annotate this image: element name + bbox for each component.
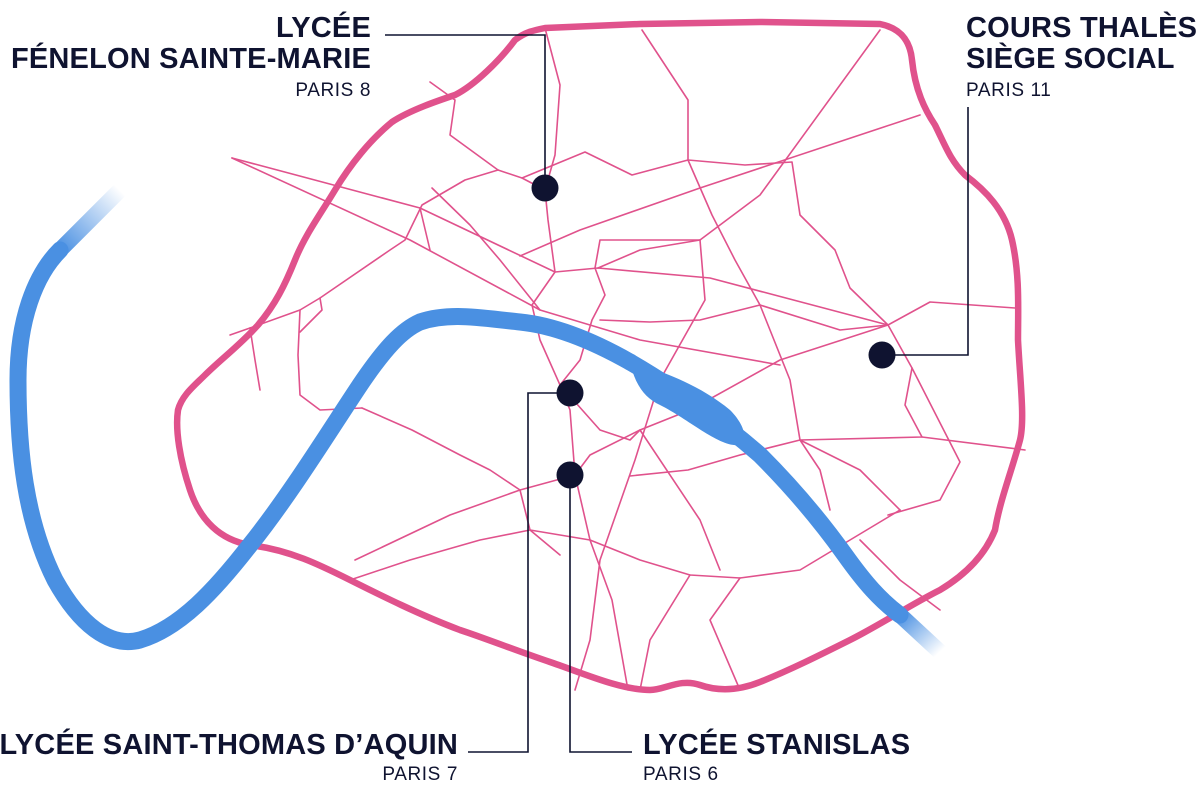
marker-thales	[868, 341, 896, 369]
street	[559, 29, 881, 386]
street	[299, 297, 323, 333]
street	[574, 239, 706, 691]
location-name: LYCÉE SAINT-THOMAS D’AQUIN	[0, 729, 458, 761]
street	[799, 439, 901, 511]
district-label: PARIS 7	[382, 764, 458, 785]
street	[887, 301, 1016, 326]
street	[361, 407, 561, 556]
seine-river	[9, 182, 948, 660]
street	[349, 529, 591, 581]
river-downstream-fade	[892, 607, 948, 660]
street	[431, 187, 541, 311]
street	[921, 436, 1026, 451]
street	[519, 114, 921, 257]
district-label: PARIS 11	[966, 80, 1052, 101]
street	[229, 327, 251, 336]
marker-stanislas	[556, 461, 584, 489]
location-name: LYCÉE	[275, 12, 371, 44]
city-boundary	[173, 18, 1026, 694]
district-label: PARIS 6	[643, 764, 719, 785]
street	[759, 304, 889, 331]
district-label: PARIS 8	[295, 80, 371, 101]
label-fenelon: LYCÉE FÉNELON SAINTE-MARIE PARIS 8	[11, 13, 371, 103]
leader-fenelon	[385, 34, 546, 188]
street	[639, 574, 691, 691]
river-body	[9, 241, 639, 650]
leader-stanislas	[569, 475, 632, 753]
street	[419, 207, 431, 251]
location-name: COURS THALÈS	[966, 12, 1198, 44]
street	[641, 29, 831, 511]
street	[639, 429, 721, 571]
street	[249, 327, 261, 391]
street	[709, 577, 741, 691]
leader-lines	[385, 34, 969, 753]
leader-thales	[882, 107, 969, 356]
marker-saint-thomas	[556, 379, 584, 407]
river-upstream-fade	[52, 182, 128, 258]
location-markers	[531, 174, 896, 489]
street	[559, 384, 641, 441]
street	[354, 324, 889, 561]
street	[597, 239, 701, 269]
river-middle	[621, 353, 909, 624]
label-saint-thomas: LYCÉE SAINT-THOMAS D’AQUIN PARIS 7	[0, 730, 458, 787]
street	[249, 169, 499, 329]
leader-saint-thomas	[468, 392, 570, 753]
marker-fenelon	[531, 174, 559, 202]
street	[429, 81, 961, 516]
street	[599, 304, 761, 323]
label-stanislas: LYCÉE STANISLAS PARIS 6	[643, 730, 910, 787]
location-name: SIÈGE SOCIAL	[966, 43, 1175, 75]
label-thales: COURS THALÈS SIÈGE SOCIAL PARIS 11	[966, 13, 1197, 103]
location-name: FÉNELON SAINTE-MARIE	[10, 43, 371, 75]
street	[231, 157, 889, 326]
location-name: LYCÉE STANISLAS	[643, 729, 911, 761]
